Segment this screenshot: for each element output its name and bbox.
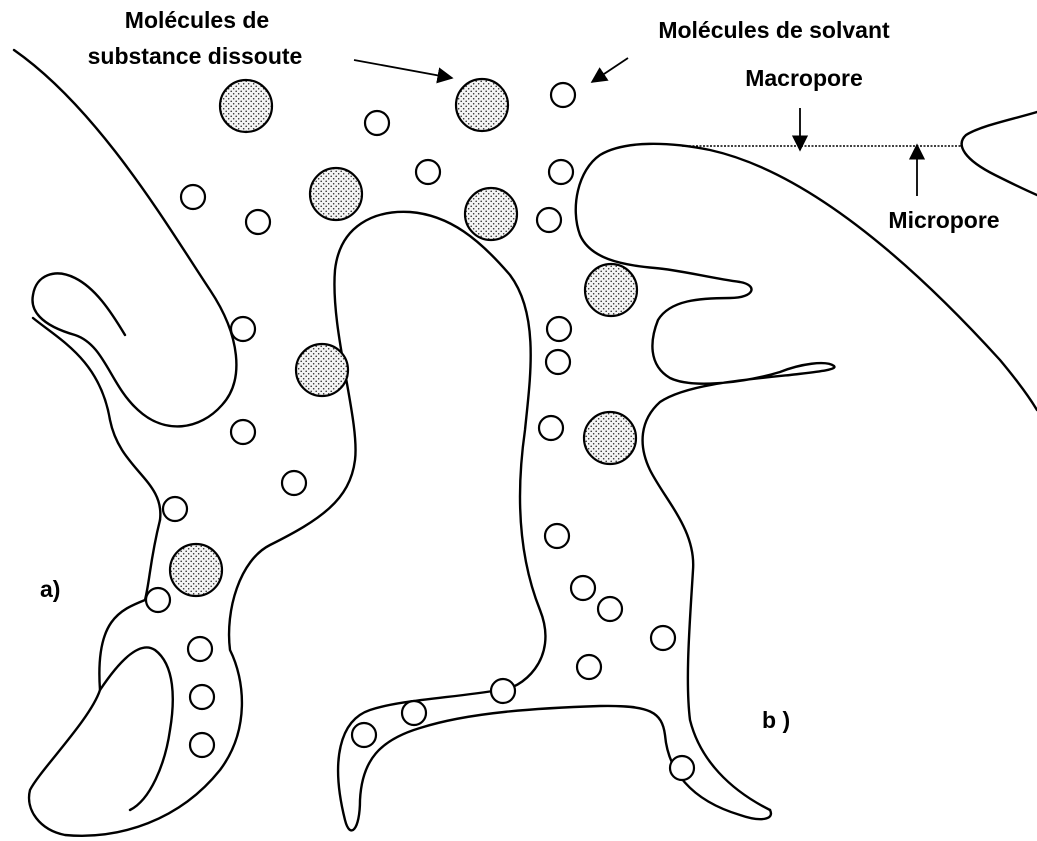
solute-molecule	[296, 344, 348, 396]
solvent-molecule	[402, 701, 426, 725]
solute-molecule	[310, 168, 362, 220]
solvent-molecule	[231, 317, 255, 341]
solvent-molecule	[598, 597, 622, 621]
grain-outline-far-right	[962, 112, 1037, 195]
solvent-molecule	[352, 723, 376, 747]
solvent-molecule	[190, 685, 214, 709]
solute-molecule	[170, 544, 222, 596]
solvent-molecule	[246, 210, 270, 234]
solvent-molecule	[181, 185, 205, 209]
solvent-molecule	[651, 626, 675, 650]
solvent-molecule	[190, 733, 214, 757]
macropore-label: Macropore	[745, 65, 863, 91]
grain-outline-bottom-left	[100, 647, 173, 810]
solvent-molecule	[551, 83, 575, 107]
solute-label-line2: substance dissoute	[88, 43, 303, 69]
solvent-molecule	[146, 588, 170, 612]
solvent-molecule	[549, 160, 573, 184]
solvent-molecule	[539, 416, 563, 440]
solvent-molecule	[670, 756, 694, 780]
solute-molecule	[584, 412, 636, 464]
solute-molecule	[456, 79, 508, 131]
solvent-molecule	[365, 111, 389, 135]
solvent-label: Molécules de solvant	[658, 17, 890, 43]
solvent-molecule	[537, 208, 561, 232]
solvent-molecule	[545, 524, 569, 548]
micropore-label: Micropore	[888, 207, 999, 233]
solute-molecule	[585, 264, 637, 316]
solvent-molecule	[577, 655, 601, 679]
grain-outline-left-lobe	[33, 318, 160, 520]
region-b-label: b )	[762, 707, 790, 733]
solute-molecule	[220, 80, 272, 132]
solvent-molecule	[163, 497, 187, 521]
solute-molecule	[465, 188, 517, 240]
solute-arrow	[354, 60, 452, 78]
solvent-molecule	[282, 471, 306, 495]
solvent-molecule	[547, 317, 571, 341]
solvent-molecule	[546, 350, 570, 374]
solvent-molecule	[416, 160, 440, 184]
solvent-molecule	[188, 637, 212, 661]
solvent-arrow	[592, 58, 628, 82]
solvent-molecule	[571, 576, 595, 600]
grain-outline-upper-left	[14, 50, 236, 426]
solute-label-line1: Molécules de	[125, 7, 269, 33]
solvent-molecule	[231, 420, 255, 444]
region-a-label: a)	[40, 576, 60, 602]
solvent-molecule	[491, 679, 515, 703]
